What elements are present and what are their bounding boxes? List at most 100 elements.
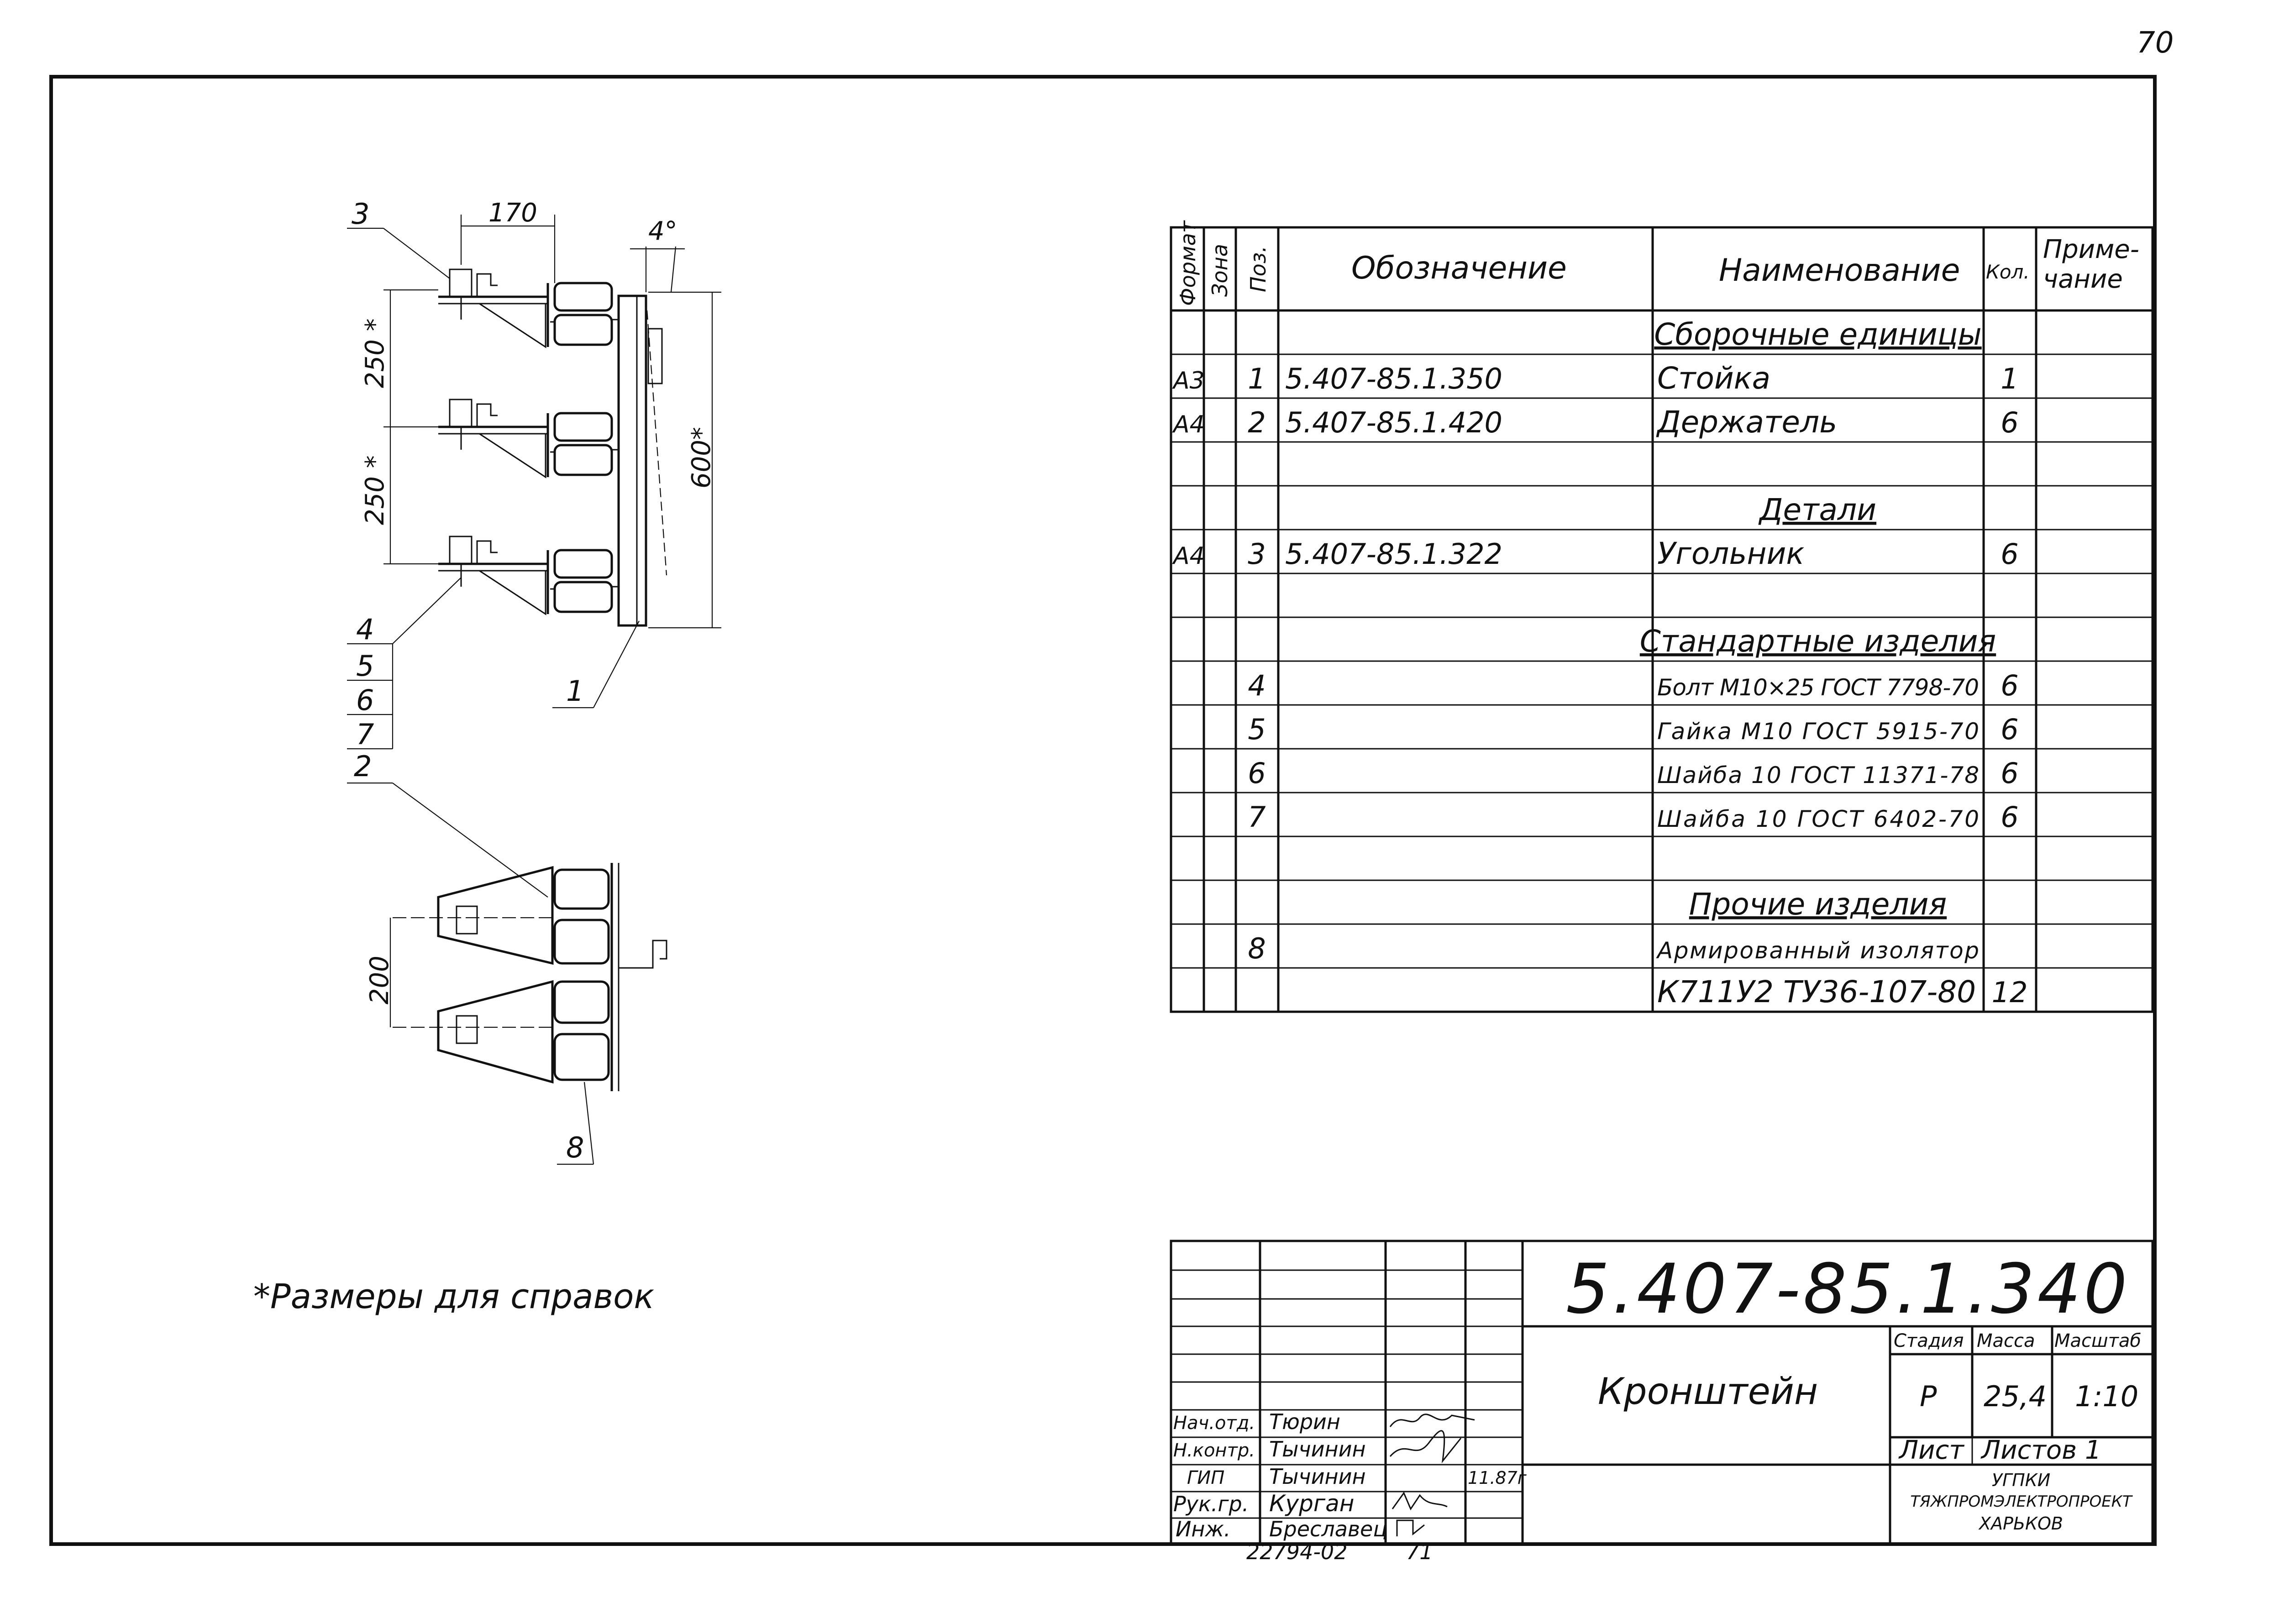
- org-line-1: УГПКИ: [1992, 1470, 2050, 1490]
- dim-pitch-2: 250 *: [360, 455, 390, 525]
- spec-cell-designation: 5.407-85.1.420: [1285, 406, 1502, 439]
- sheet-label: Лист: [1898, 1435, 1964, 1465]
- callout-7: 7: [356, 718, 374, 751]
- spec-cell-pos: 5: [1248, 713, 1266, 746]
- dim-pitch-1: 250 *: [360, 318, 390, 388]
- signature-2: [1389, 1430, 1462, 1464]
- scale-value: 1:10: [2075, 1380, 2138, 1413]
- footnote: *Размеры для справок: [253, 1277, 654, 1316]
- spec-cell-designation: 5.407-85.1.322: [1285, 537, 1502, 571]
- header-designation: Обозначение: [1351, 250, 1567, 286]
- archive-suffix: 71: [1406, 1540, 1433, 1564]
- signer-role-2: Н.контр.: [1173, 1440, 1255, 1461]
- spec-cell-name: Стойка: [1657, 361, 1770, 396]
- page-number: 70: [2137, 26, 2174, 60]
- signer-role-4: Рук.гр.: [1173, 1492, 1249, 1516]
- callout-6: 6: [356, 683, 374, 717]
- spec-cell-pos: 4: [1248, 669, 1266, 702]
- spec-cell-name: Армированный изолятор: [1656, 937, 1979, 964]
- spec-cell-pos: 3: [1248, 537, 1266, 571]
- callout-4: 4: [356, 613, 374, 646]
- drawing-title: Кронштейн: [1598, 1370, 1818, 1413]
- signer-role-1: Нач.отд.: [1173, 1413, 1255, 1434]
- spec-cell-name: Держатель: [1656, 405, 1837, 440]
- signer-date-3: 11.87г: [1468, 1468, 1527, 1488]
- archive-number: 22794-02: [1246, 1540, 1347, 1564]
- stage-value: Р: [1920, 1380, 1937, 1413]
- sheets-label: Листов 1: [1980, 1435, 2101, 1465]
- header-name: Наименование: [1719, 252, 1960, 289]
- spec-cell-pos: 8: [1248, 932, 1266, 965]
- spec-cell-qty: 6: [2001, 800, 2018, 834]
- spec-cell-name: Угольник: [1657, 536, 1804, 571]
- plan-view: 200 8: [365, 863, 667, 1165]
- signer-name-5: Бреславец: [1269, 1517, 1387, 1541]
- spec-cell-pos: 1: [1248, 362, 1266, 395]
- scale-label: Масштаб: [2054, 1330, 2141, 1351]
- bracket-assembly-bottom: [438, 536, 619, 615]
- spec-cell-pos: 7: [1248, 800, 1266, 834]
- spec-cell-name: Шайба 10 ГОСТ 6402-70: [1657, 806, 1979, 832]
- mass-label: Масса: [1977, 1330, 2035, 1351]
- header-zone: Зона: [1208, 244, 1232, 297]
- header-note-1: Приме-: [2043, 235, 2139, 264]
- spec-cell-qty: 1: [2001, 362, 2018, 395]
- bracket-assembly-middle: [438, 399, 619, 478]
- org-line-2: ТЯЖПРОМЭЛЕКТРОПРОЕКТ: [1910, 1493, 2133, 1511]
- dim-overall-height: 600*: [687, 427, 716, 489]
- spec-cell-name: Гайка М10 ГОСТ 5915-70: [1657, 718, 1979, 745]
- spec-cell-pos: 2: [1248, 406, 1266, 439]
- header-note-2: чание: [2043, 264, 2123, 294]
- signer-role-3: ГИП: [1187, 1467, 1224, 1488]
- stage-label: Стадия: [1894, 1330, 1964, 1351]
- spec-section-title: Прочие изделия: [1689, 887, 1947, 922]
- signer-name-3: Тычинин: [1269, 1464, 1366, 1489]
- bracket-assembly-top: [438, 268, 619, 348]
- spec-section-title: Детали: [1758, 492, 1876, 527]
- signer-name-1: Тюрин: [1269, 1409, 1340, 1434]
- callout-1: 1: [566, 674, 584, 708]
- elevation-view: 170 4° 250 * 250 * 600* 3 4 5 6 7: [347, 197, 721, 898]
- spec-cell-name: К711У2 ТУ36-107-80: [1657, 974, 1976, 1009]
- dim-plan-pitch: 200: [365, 956, 394, 1004]
- signature-1: [1389, 1414, 1475, 1427]
- spec-cell-format: А4: [1172, 542, 1205, 570]
- title-block: 5.407-85.1.340 Кронштейн Стадия Масса Ма…: [1170, 1240, 2154, 1564]
- spec-cell-name: Шайба 10 ГОСТ 11371-78: [1657, 762, 1979, 788]
- spec-cell-qty: 6: [2001, 537, 2018, 571]
- signer-name-2: Тычинин: [1269, 1437, 1366, 1461]
- specification-table: Формат Зона Поз. Обозначение Наименовани…: [1170, 220, 2154, 1013]
- spec-section-title: Сборочные единицы: [1654, 317, 1982, 352]
- callout-2: 2: [354, 750, 372, 783]
- header-qty: Кол.: [1986, 261, 2030, 283]
- spec-cell-qty: 6: [2001, 406, 2018, 439]
- header-format: Формат: [1176, 220, 1200, 306]
- spec-section-title: Стандартные изделия: [1640, 624, 1996, 659]
- spec-cell-qty: 6: [2001, 669, 2018, 702]
- spec-cell-format: А3: [1172, 367, 1205, 394]
- mass-value: 25,4: [1984, 1380, 2047, 1413]
- dim-width-top: 170: [488, 198, 537, 228]
- spec-cell-designation: 5.407-85.1.350: [1285, 362, 1502, 395]
- spec-cell-format: А4: [1172, 411, 1205, 438]
- signer-name-4: Курган: [1269, 1490, 1354, 1517]
- org-line-3: ХАРЬКОВ: [1978, 1514, 2063, 1534]
- dim-angle: 4°: [648, 216, 677, 246]
- spec-cell-pos: 6: [1248, 757, 1266, 790]
- spec-cell-qty: 6: [2001, 757, 2018, 790]
- spec-cell-name: Болт М10×25 ГОСТ 7798-70: [1657, 674, 1979, 701]
- spec-cell-qty: 12: [1992, 976, 2028, 1009]
- signature-4: [1396, 1519, 1425, 1536]
- callout-5: 5: [356, 649, 374, 683]
- sheet-frame: [49, 75, 2157, 1546]
- callout-3: 3: [352, 197, 369, 231]
- signature-3: [1392, 1491, 1448, 1511]
- document-code: 5.407-85.1.340: [1566, 1250, 2130, 1329]
- spec-cell-qty: 6: [2001, 713, 2018, 746]
- signer-role-5: Инж.: [1176, 1517, 1231, 1541]
- header-pos: Поз.: [1246, 246, 1271, 292]
- callout-8: 8: [566, 1131, 584, 1164]
